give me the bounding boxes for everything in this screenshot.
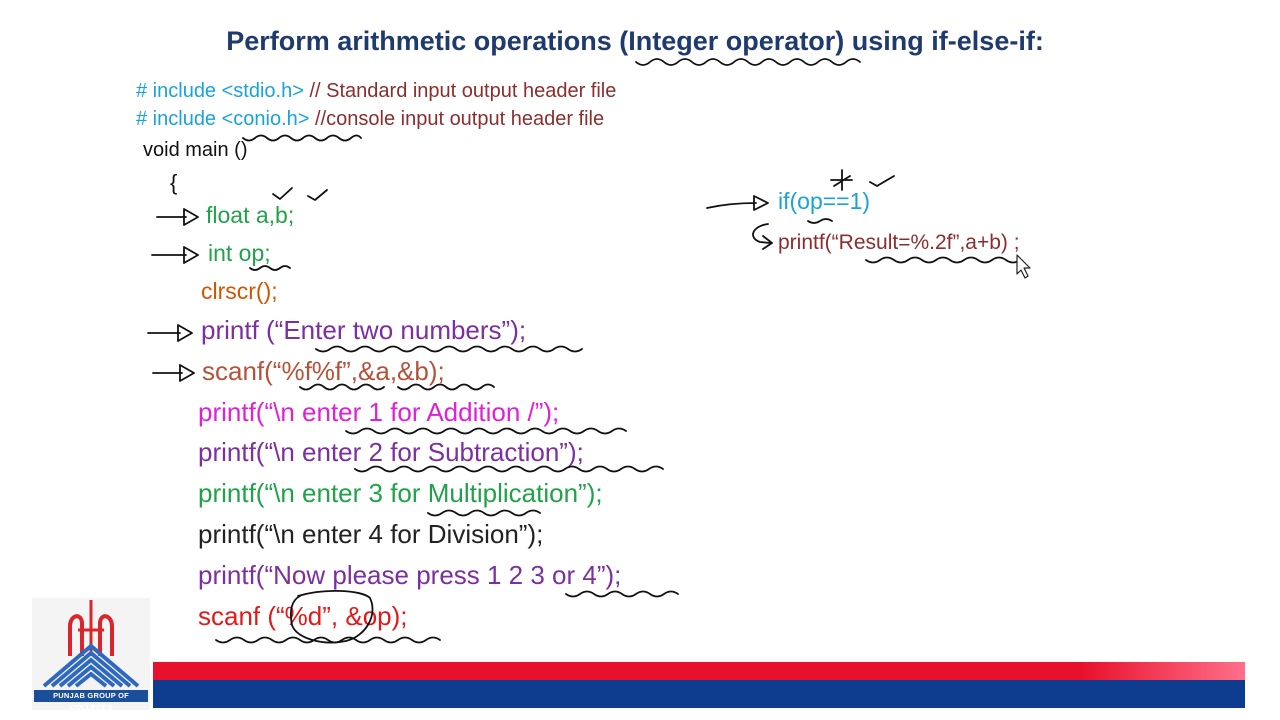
int-declaration: int op;	[208, 240, 271, 266]
main-declaration: void main ()	[143, 139, 248, 161]
include-conio-line: # include <conio.h> //console input outp…	[136, 108, 604, 131]
underline-result	[865, 256, 1021, 264]
arrow-icon-float	[156, 208, 199, 226]
mouse-cursor-icon	[1016, 254, 1031, 279]
underline-title	[635, 58, 861, 66]
college-logo: PUNJAB GROUP OF COLLEGES	[32, 598, 150, 712]
check-mark-icon-op	[869, 175, 895, 187]
underline-conio	[242, 134, 362, 142]
college-name: PUNJAB GROUP OF COLLEGES	[34, 690, 148, 712]
underline-1234	[565, 590, 679, 598]
include-stdio-line: # include <stdio.h> // Standard input ou…	[136, 80, 616, 103]
check-mark-icon-b	[307, 189, 328, 201]
scanf-op: scanf (“%d”, &op);	[198, 601, 408, 631]
printf-press-prompt: printf(“Now please press 1 2 3 or 4”);	[198, 560, 622, 590]
clrscr-call: clrscr();	[201, 278, 278, 304]
footer-red-band	[153, 662, 1245, 680]
underline-scanf-op	[215, 636, 441, 644]
include-conio-comment: //console input output header file	[315, 108, 605, 130]
check-mark-icon-a	[272, 187, 293, 200]
arrow-icon-if	[706, 195, 769, 211]
include-conio-directive: # include <conio.h>	[136, 108, 310, 130]
printf-option-4: printf(“\n enter 4 for Division”);	[198, 519, 544, 549]
arrow-icon-scanf	[152, 364, 195, 382]
open-brace: {	[170, 170, 178, 195]
include-stdio-comment: // Standard input output header file	[309, 80, 617, 102]
footer-blue-band	[153, 680, 1245, 708]
printf-option-3: printf(“\n enter 3 for Multiplication”);	[198, 478, 603, 508]
underline-option-3	[427, 509, 541, 517]
curved-arrow-icon-printf-result	[752, 223, 773, 250]
arrow-icon-int	[151, 246, 199, 264]
underline-enter-two	[315, 345, 583, 353]
printf-option-1: printf(“\n enter 1 for Addition /”);	[198, 397, 560, 427]
include-stdio-directive: # include <stdio.h>	[136, 80, 304, 102]
scanf-a-b: scanf(“%f%f”,&a,&b);	[202, 356, 445, 386]
if-condition: if(op==1)	[778, 188, 871, 214]
printf-result: printf(“Result=%.2f”,a+b) ;	[778, 231, 1020, 254]
printf-option-2: printf(“\n enter 2 for Subtraction”);	[198, 437, 584, 467]
cross-mark-icon-if	[830, 169, 853, 191]
underline-op-cond	[807, 218, 833, 224]
float-declaration: float a,b;	[206, 202, 295, 228]
arrow-icon-printf	[147, 324, 193, 342]
printf-enter-numbers: printf (“Enter two numbers”);	[201, 315, 527, 345]
underline-option-1	[345, 427, 627, 435]
slide-title: Perform arithmetic operations (Integer o…	[226, 26, 1044, 56]
